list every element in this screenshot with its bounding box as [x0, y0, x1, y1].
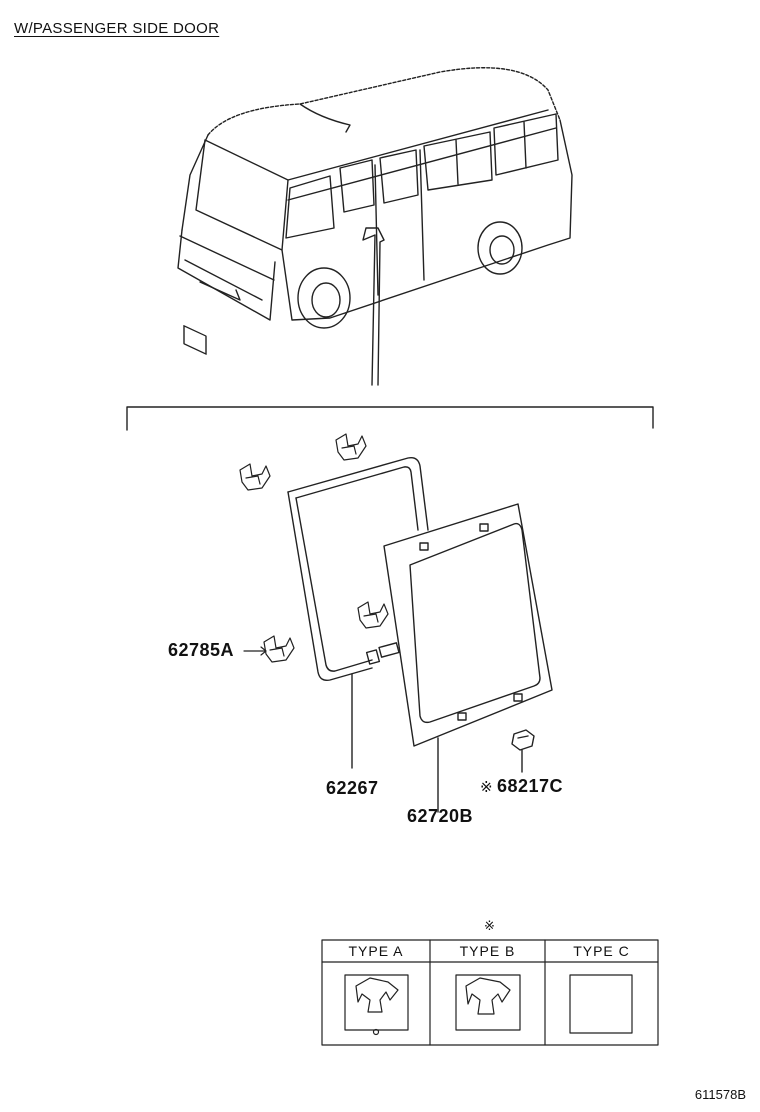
diagram-heading: W/PASSENGER SIDE DOOR [14, 20, 220, 37]
weatherstrip-illustration [287, 456, 429, 769]
diagram-code: 611578B [694, 1087, 746, 1102]
legend-type-b-label: TYPE B [459, 943, 516, 959]
type-legend-table [321, 939, 659, 1046]
part-number-weatherstrip: 62267 [326, 778, 379, 798]
part-number-glass: 62720B [407, 806, 474, 826]
part-number-bolt: 68217C [497, 776, 564, 796]
legend-type-a-label: TYPE A [348, 943, 404, 959]
glass-frame-illustration [383, 503, 553, 813]
clip-illustrations [239, 433, 389, 663]
legend-type-c-label: TYPE C [573, 943, 630, 959]
legend-note-mark: ※ [484, 918, 495, 933]
van-illustration [177, 67, 573, 386]
bolt-note-mark: ※ [480, 779, 493, 796]
part-number-clip: 62785A [168, 640, 235, 660]
bolt-illustration [511, 729, 535, 773]
group-bracket [126, 406, 654, 431]
